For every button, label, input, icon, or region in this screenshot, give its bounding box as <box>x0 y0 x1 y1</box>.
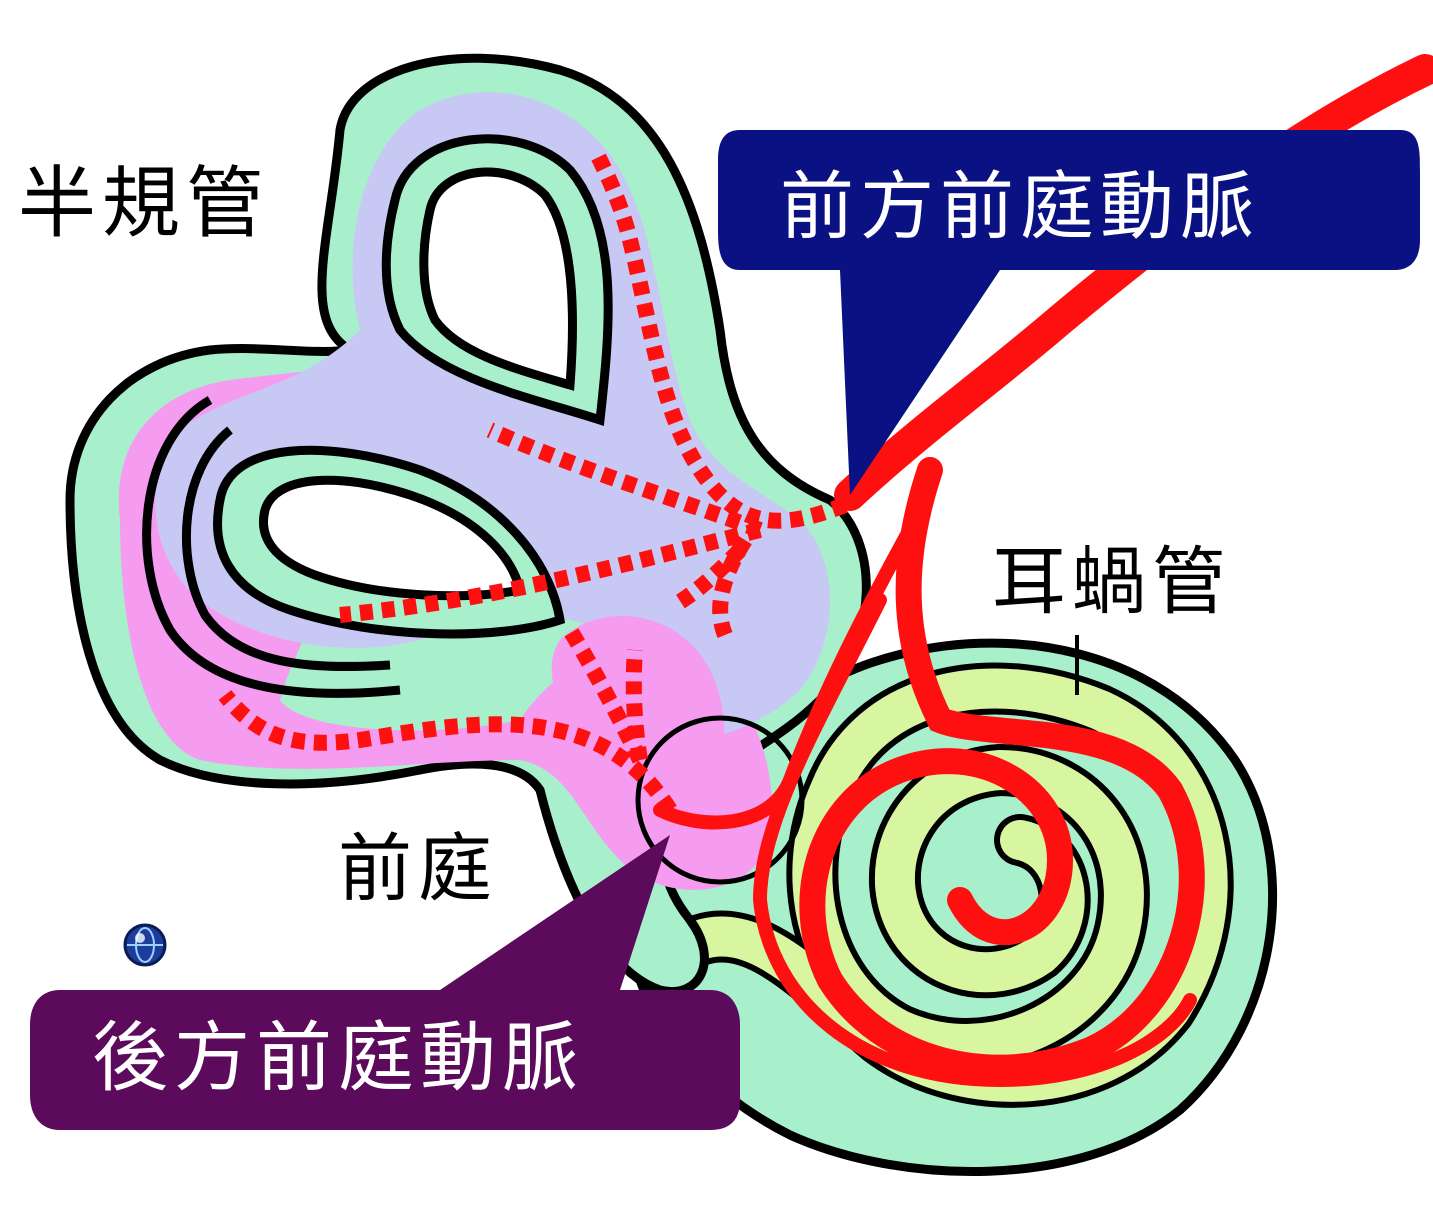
posterior-vestibular-artery-label: 後方前庭動脈 <box>92 1013 584 1102</box>
anterior-vestibular-artery-label: 前方前庭動脈 <box>780 164 1260 250</box>
branch-to-posterior-canal <box>218 689 677 815</box>
posterior-callout <box>30 835 740 1130</box>
branch-to-saccule-1 <box>563 625 648 764</box>
arteries <box>218 54 1433 1088</box>
semicircular-canals <box>65 53 871 996</box>
labyrinthine-artery-trunk <box>834 54 1433 511</box>
branch-to-anterior-canal <box>587 146 848 529</box>
vestibule-window <box>635 715 805 885</box>
cochlea-label: 耳蝸管 <box>992 539 1232 625</box>
anterior-vestibular-branches <box>339 146 848 638</box>
cochlear-outer-branch <box>752 593 1197 1088</box>
branch-to-utricle-mid <box>670 544 746 612</box>
posterior-canal-arc-inner <box>181 426 391 672</box>
anterior-callout-box <box>718 130 1420 495</box>
anterior-canal-hole <box>419 167 577 391</box>
globe-logo-icon <box>123 923 167 967</box>
anterior-callout <box>718 130 1420 495</box>
cochlear-artery <box>799 457 1205 1081</box>
branch-to-lateral-canal <box>486 422 763 538</box>
branch-to-saccule-2 <box>625 649 648 762</box>
branch-to-utricle-lower <box>712 535 752 638</box>
vestibule-label: 前庭 <box>338 826 498 912</box>
semicircular-canals-label: 半規管 <box>18 159 271 249</box>
posterior-vestibular-branches <box>218 625 677 815</box>
posterior-canal-arc-outer <box>142 396 401 698</box>
branch-to-utricle <box>339 522 762 623</box>
posterior-callout-box <box>30 835 740 1130</box>
